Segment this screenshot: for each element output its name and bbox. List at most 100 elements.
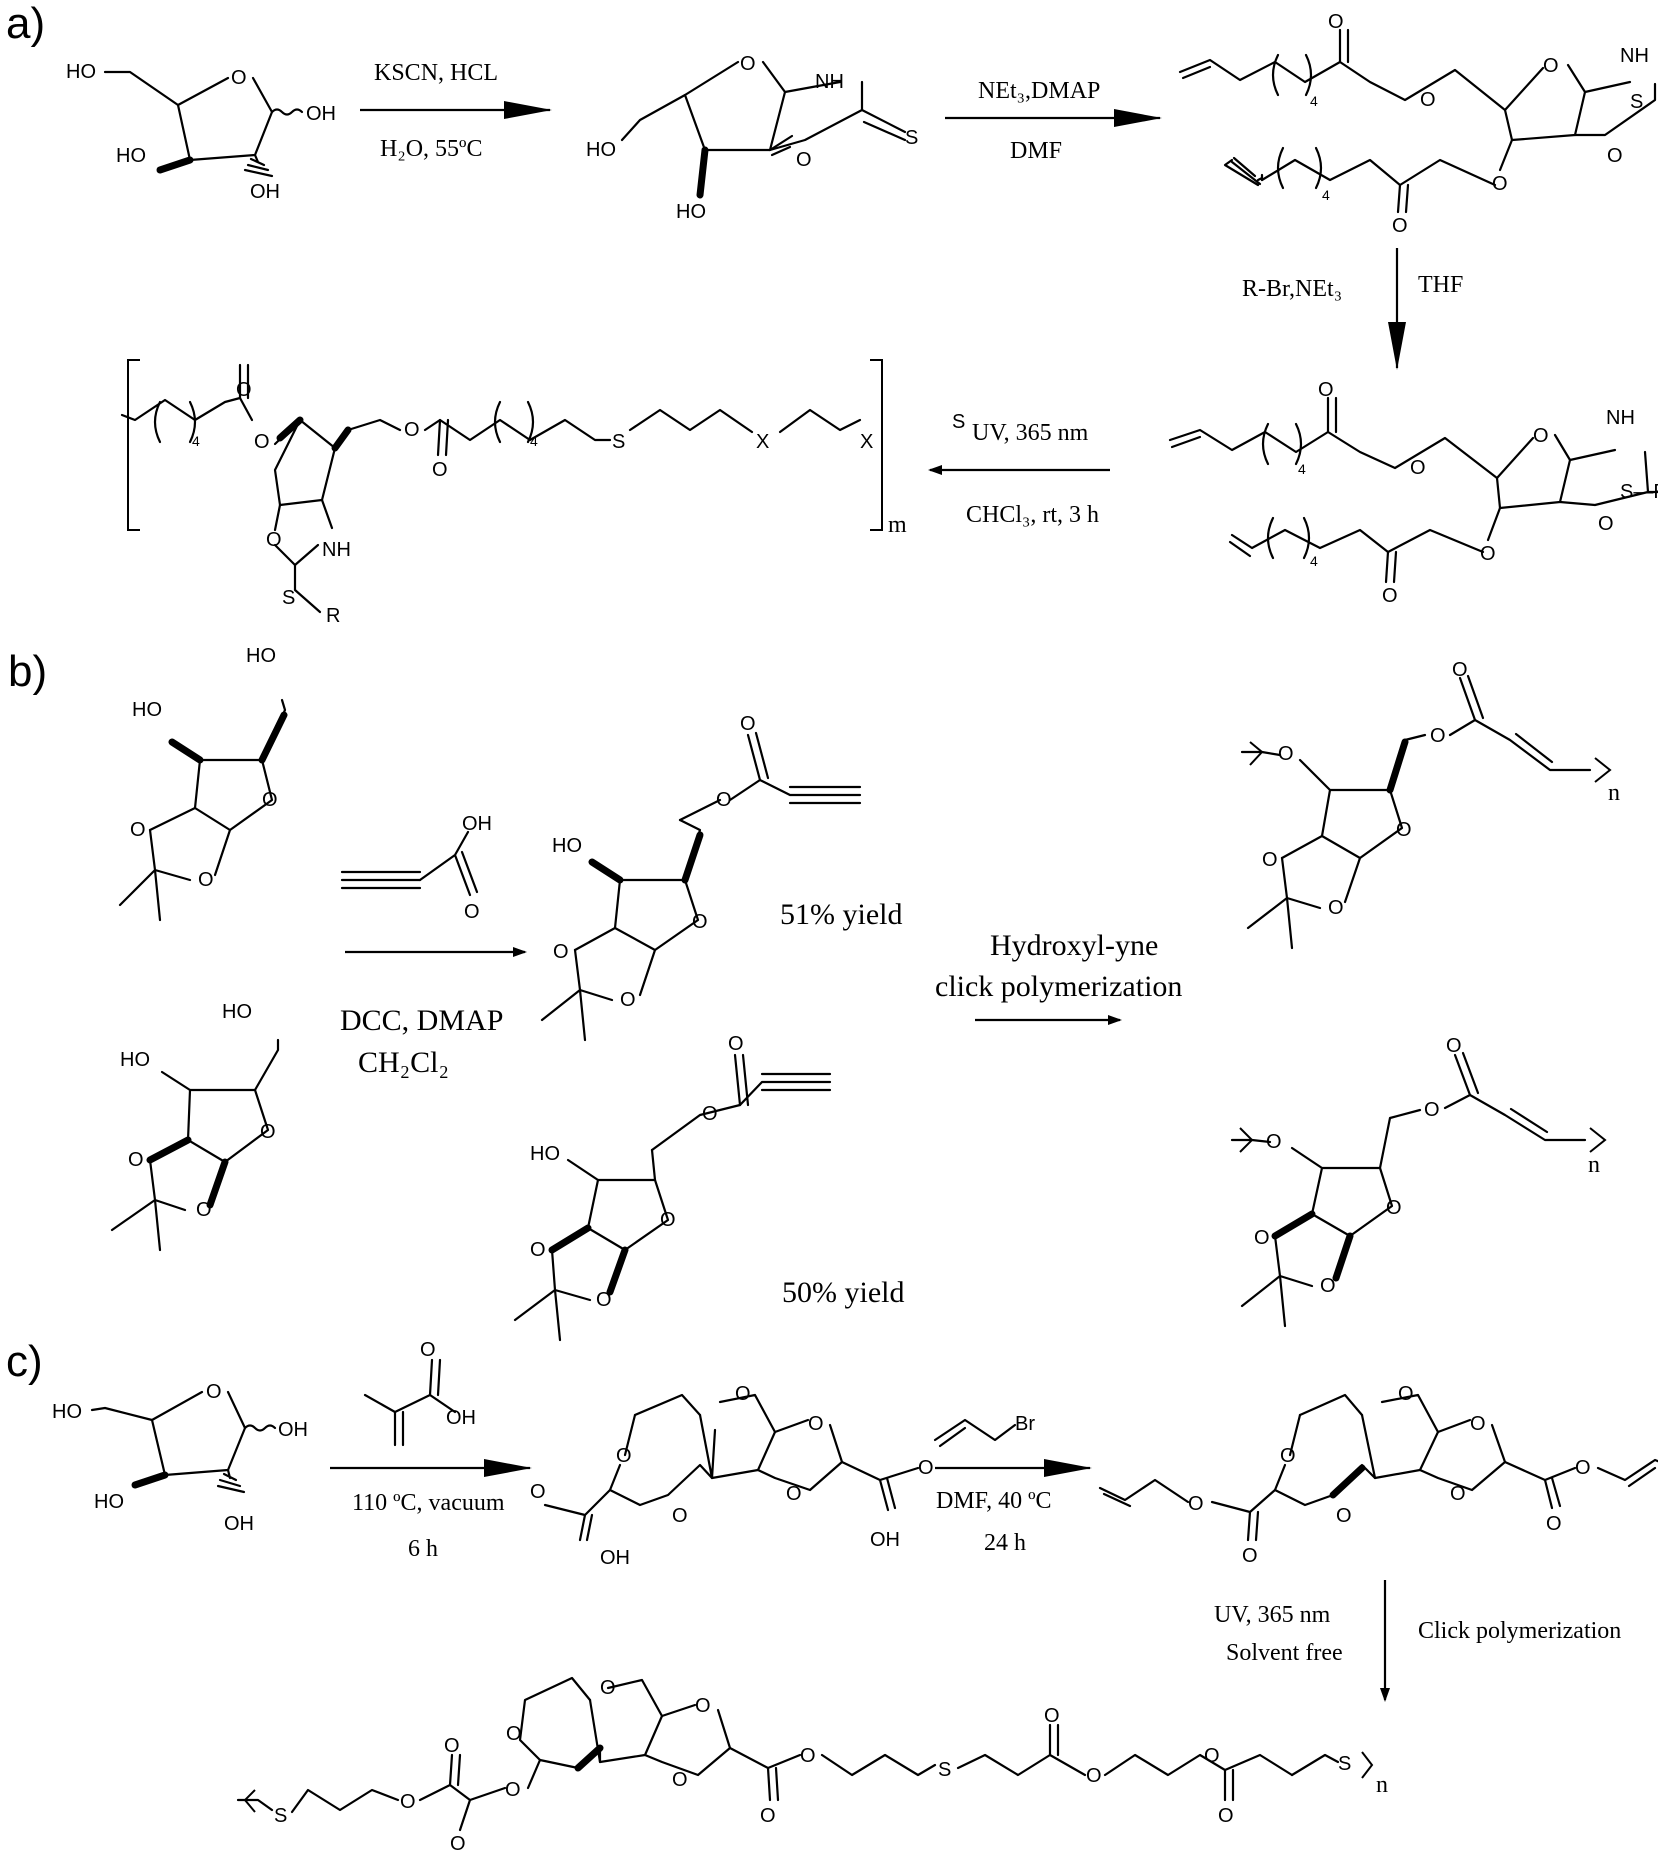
atom-o: O: [260, 1121, 276, 1143]
atom-o: O: [728, 1033, 744, 1055]
a-thioether-structure: O O O NH O S—R O O 4 4: [1168, 379, 1658, 607]
b-propiolic-acid: OH O: [340, 813, 492, 923]
panel-label-c: c): [6, 1337, 43, 1386]
atom-o: O: [800, 1745, 816, 1767]
atom-o: O: [716, 789, 732, 811]
repeat-unit-n: n: [1608, 780, 1620, 806]
atom-o: O: [1320, 1275, 1336, 1297]
atom-nh: NH: [815, 71, 844, 93]
atom-o: O: [1492, 173, 1508, 195]
atom-o: O: [596, 1289, 612, 1311]
atom-o: O: [530, 1481, 546, 1503]
atom-o: O: [796, 149, 812, 171]
atom-o: O: [1396, 819, 1412, 841]
atom-o: O: [1218, 1805, 1234, 1827]
atom-o: O: [692, 911, 708, 933]
atom-oh: OH: [462, 813, 492, 835]
atom-o: O: [1280, 1445, 1296, 1467]
atom-oh: OH: [224, 1513, 254, 1535]
atom-ho: HO: [52, 1401, 82, 1423]
atom-o: O: [1452, 659, 1468, 681]
cond-a1-top: KSCN, HCL: [374, 60, 498, 86]
cond-a4-top: UV, 365 nm: [972, 420, 1089, 446]
atom-o: O: [1086, 1765, 1102, 1787]
atom-o: O: [760, 1805, 776, 1827]
atom-o: O: [464, 901, 480, 923]
atom-o: O: [505, 1779, 521, 1801]
cond-b2-top1: Hydroxyl-yne: [990, 929, 1158, 962]
atom-s: S: [905, 127, 918, 149]
atom-ho: HO: [246, 645, 276, 667]
cond-c3-left1: UV, 365 nm: [1214, 1602, 1331, 1628]
atom-ho: HO: [586, 139, 616, 161]
atom-o: O: [1430, 725, 1446, 747]
repeat-unit-n: n: [1376, 1772, 1388, 1798]
c-methacrylic-acid: O OH: [363, 1339, 476, 1447]
atom-r: R: [326, 605, 340, 627]
atom-s: S: [1338, 1753, 1351, 1775]
b-propiolate-2: O O HO O O O: [513, 1033, 832, 1342]
atom-o: O: [1188, 1493, 1204, 1515]
b-protected-sugar-1: HO HO O O O: [118, 645, 288, 922]
atom-ho: HO: [66, 61, 96, 83]
atom-o: O: [740, 713, 756, 735]
atom-o: O: [1598, 513, 1614, 535]
atom-o: O: [206, 1381, 222, 1403]
atom-o: O: [1446, 1035, 1462, 1057]
atom-o: O: [1450, 1483, 1466, 1505]
atom-o: O: [1254, 1227, 1270, 1249]
atom-o: O: [231, 67, 247, 89]
atom-o: O: [444, 1735, 460, 1757]
atom-ho: HO: [132, 699, 162, 721]
cond-c3-left2: Solvent free: [1226, 1640, 1343, 1666]
repeat-unit-m: m: [888, 512, 907, 538]
a-diester-structure: O O O NH S O O O 4 4: [1178, 11, 1657, 237]
atom-o: O: [1386, 1197, 1402, 1219]
cond-a4-bottom: CHCl₃, rt, 3 h: [966, 502, 1099, 528]
subscript-4: 4: [1310, 553, 1318, 569]
atom-o: O: [660, 1209, 676, 1231]
atom-s: S: [274, 1805, 287, 1827]
atom-nh: NH: [322, 539, 351, 561]
c-allyl-bromide: Br: [933, 1413, 1035, 1448]
cond-a2-top: NEt₃,DMAP: [978, 78, 1100, 104]
atom-o: O: [506, 1723, 522, 1745]
atom-oh: OH: [278, 1419, 308, 1441]
atom-o: O: [1575, 1457, 1591, 1479]
cond-a3-left: R-Br,NEt₃: [1242, 276, 1342, 302]
atom-ho: HO: [116, 145, 146, 167]
atom-o: O: [1546, 1513, 1562, 1535]
cond-c2-bottom1: DMF, 40 ºC: [936, 1488, 1052, 1514]
atom-s: S: [952, 411, 965, 433]
atom-o: O: [254, 431, 270, 453]
repeat-unit-n: n: [1588, 1152, 1600, 1178]
c-diacid-structure: O O O O O O OH O OH: [530, 1383, 934, 1569]
atom-o: O: [1470, 1413, 1486, 1435]
atom-o: O: [553, 941, 569, 963]
atom-o: O: [1266, 1131, 1282, 1153]
b-polymer-2: O O O O O O n: [1230, 1035, 1607, 1328]
atom-o: O: [404, 419, 420, 441]
atom-o: O: [432, 459, 448, 481]
subscript-4: 4: [1322, 187, 1330, 203]
atom-o: O: [198, 869, 214, 891]
atom-nh: NH: [1606, 407, 1635, 429]
c-sugar-structure: HO O OH HO OH: [52, 1381, 308, 1535]
atom-br: Br: [1015, 1413, 1035, 1435]
atom-o: O: [196, 1199, 212, 1221]
atom-o: O: [740, 53, 756, 75]
atom-x: X: [756, 431, 769, 453]
atom-o: O: [1398, 1383, 1414, 1405]
atom-o: O: [1262, 849, 1278, 871]
atom-o: O: [1420, 89, 1436, 111]
a-ribose-structure: HO O OH HO OH: [66, 61, 336, 203]
atom-o: O: [1533, 425, 1549, 447]
atom-oh: OH: [870, 1529, 900, 1551]
atom-o: O: [130, 819, 146, 841]
b-propiolate-1: O O HO O O O: [540, 713, 862, 1042]
atom-ho: HO: [530, 1143, 560, 1165]
cond-c1-bottom1: 110 ºC, vacuum: [352, 1490, 505, 1516]
atom-ho: HO: [676, 201, 706, 223]
b-polymer-1: O O O O O O n: [1240, 659, 1620, 950]
